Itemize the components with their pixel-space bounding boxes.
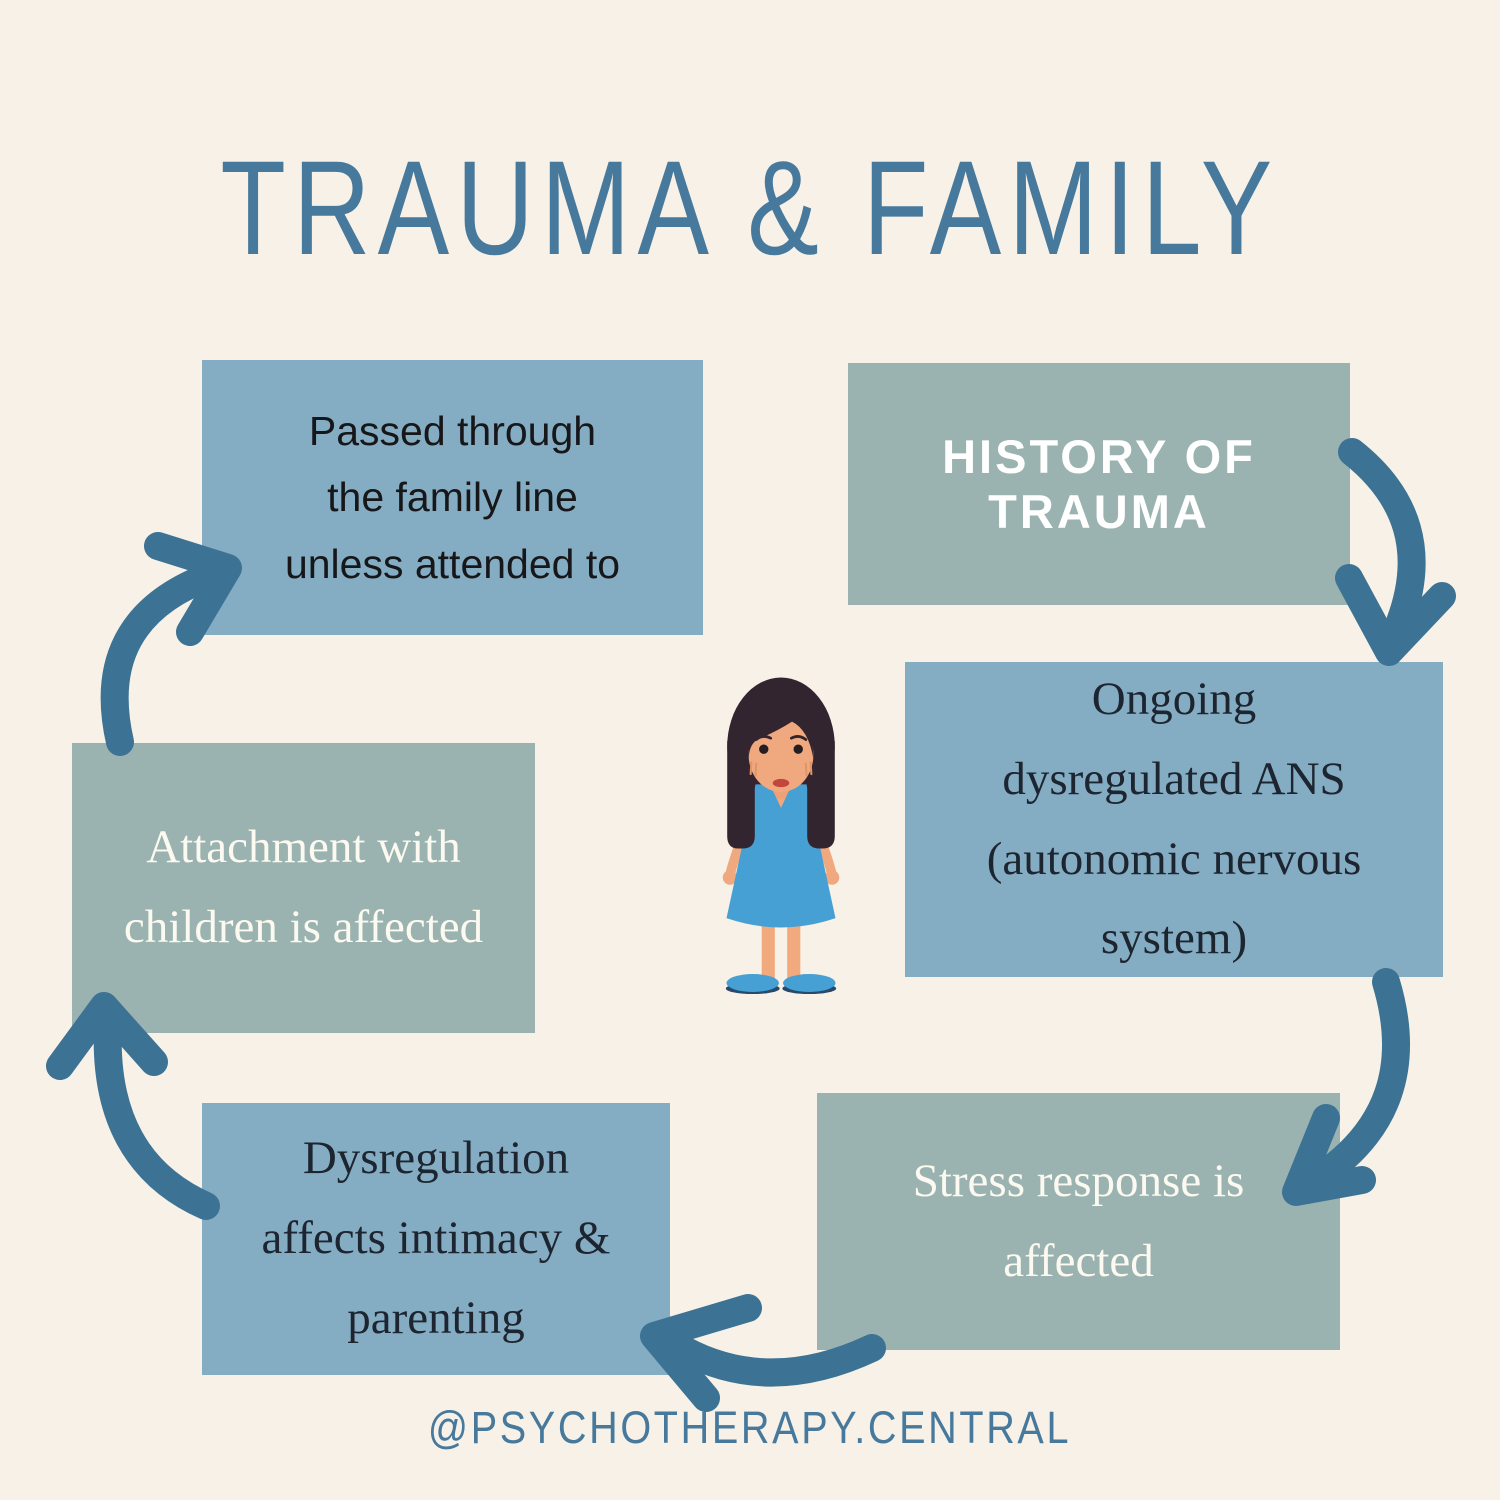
node-text: Dysregulation affects intimacy & parenti… xyxy=(261,1132,611,1344)
girl-illustration-icon xyxy=(722,677,840,995)
page-title: TRAUMA & FAMILY xyxy=(0,132,1500,285)
node-ongoing-dysregulated-ans: Ongoing dysregulated ANS (autonomic nerv… xyxy=(905,662,1443,977)
footer-handle: @PSYCHOTHERAPY.CENTRAL xyxy=(0,1402,1500,1454)
node-text: Passed through the family line unless at… xyxy=(284,407,621,587)
node-text: Attachment with children is affected xyxy=(123,821,484,953)
node-dysregulation-affects-intimacy: Dysregulation affects intimacy & parenti… xyxy=(202,1103,670,1375)
arrow-dysregulation-to-attachment-icon xyxy=(46,992,220,1220)
arrow-history-to-ongoing-icon xyxy=(1335,438,1456,666)
node-text: Ongoing dysregulated ANS (autonomic nerv… xyxy=(986,672,1362,965)
footer-handle-text: @PSYCHOTHERAPY.CENTRAL xyxy=(428,1402,1072,1453)
node-attachment-with-children: Attachment with children is affected xyxy=(72,743,535,1033)
page-title-text: TRAUMA & FAMILY xyxy=(220,134,1280,283)
node-passed-through-family-line: Passed through the family line unless at… xyxy=(202,360,703,635)
node-history-of-trauma: HISTORY OF TRAUMA xyxy=(848,363,1350,605)
node-text: HISTORY OF TRAUMA xyxy=(942,430,1256,538)
node-text: Stress response is affected xyxy=(912,1154,1245,1287)
node-stress-response-affected: Stress response is affected xyxy=(817,1093,1340,1350)
